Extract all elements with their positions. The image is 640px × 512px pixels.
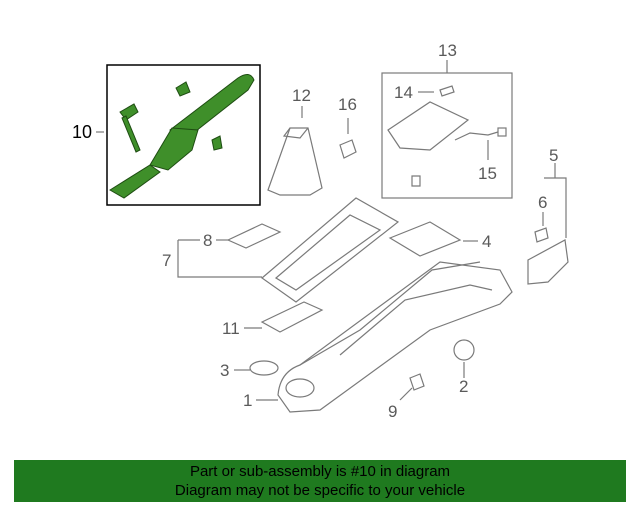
part-2-cap[interactable]: [453, 339, 475, 361]
callout-11[interactable]: 11: [222, 319, 240, 338]
part-4-lid[interactable]: [388, 221, 462, 257]
part-12-boot[interactable]: [267, 127, 323, 196]
info-banner: Part or sub-assembly is #10 in diagram D…: [14, 460, 626, 502]
callout-10[interactable]: 10: [72, 122, 93, 142]
callout-6[interactable]: 6: [538, 193, 548, 212]
callout-16[interactable]: 16: [338, 95, 357, 114]
part-16-clip[interactable]: [339, 139, 357, 159]
callout-5[interactable]: 5: [549, 146, 559, 165]
banner-line-1: Part or sub-assembly is #10 in diagram: [189, 463, 451, 480]
callout-7[interactable]: 7: [162, 251, 172, 270]
callout-3[interactable]: 3: [220, 361, 230, 380]
callout-9[interactable]: 9: [388, 402, 398, 421]
part-11-tray[interactable]: [260, 301, 324, 333]
callout-15[interactable]: 15: [478, 164, 497, 183]
banner-line-2: Diagram may not be specific to your vehi…: [174, 482, 466, 499]
callout-14[interactable]: 14: [394, 83, 413, 102]
part-9-fastener[interactable]: [409, 373, 425, 391]
part-7-trim[interactable]: [261, 197, 400, 303]
part-10-box[interactable]: [106, 64, 261, 206]
callout-8[interactable]: 8: [203, 231, 213, 250]
callout-13[interactable]: 13: [438, 41, 457, 60]
part-6-clip[interactable]: [534, 227, 549, 243]
part-3-disc[interactable]: [249, 360, 279, 376]
callout-2[interactable]: 2: [459, 377, 469, 396]
part-5-panel[interactable]: [527, 239, 569, 285]
parking-brake-lever[interactable]: [109, 74, 255, 199]
parts-diagram: [96, 60, 569, 413]
part-8-pad[interactable]: [226, 223, 282, 249]
part-1-console[interactable]: [277, 261, 513, 413]
callout-4[interactable]: 4: [482, 232, 492, 251]
callout-12[interactable]: 12: [292, 86, 311, 105]
callout-1[interactable]: 1: [243, 391, 253, 410]
